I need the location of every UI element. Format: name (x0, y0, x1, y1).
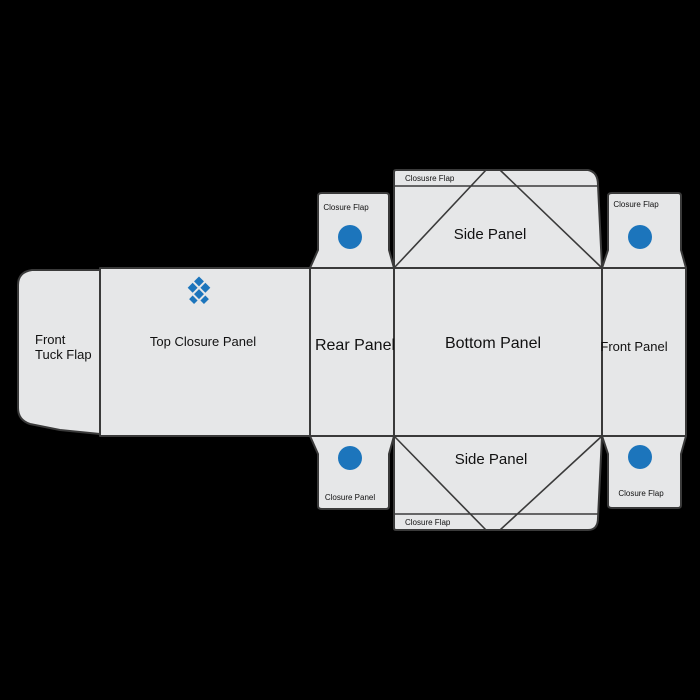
side-panel-bottom (393, 435, 603, 531)
side-panel-top-label: Side Panel (454, 226, 527, 243)
top-closure-panel-label: Top Closure Panel (150, 334, 256, 349)
closure-flap-front-bottom-label: Closure Flap (618, 489, 664, 498)
side-panel-top (393, 169, 603, 269)
closure-flap-rear-top-label: Closure Flap (323, 203, 369, 212)
closure-flap-rear-bottom-label: Closure Panel (325, 493, 375, 502)
side-panel-top-diagonal-right (499, 169, 603, 269)
blue-dot-icon-rear-bottom (338, 446, 362, 470)
blue-dot-icon-rear-top (338, 225, 362, 249)
closure-flap-rear-bottom (309, 435, 395, 510)
front-tuck-flap-label-line1: Front (35, 332, 66, 347)
blue-dot-icon-front-top (628, 225, 652, 249)
bottom-panel-label: Bottom Panel (445, 335, 541, 352)
rear-panel-label: Rear Panel (315, 337, 395, 354)
closure-flap-front-bottom (601, 435, 687, 509)
front-tuck-flap-label-line2: Tuck Flap (35, 347, 92, 362)
top-closure-panel (99, 267, 311, 437)
bottom-panel (393, 267, 603, 437)
side-panel-bottom-diagonal-right (499, 435, 603, 531)
side-panel-bottom-label: Side Panel (455, 451, 528, 468)
closure-flap-side-bottom-label: Closure Flap (405, 518, 451, 527)
closure-flap-front-top-label: Closure Flap (613, 200, 659, 209)
closure-flap-side-top-label: Closusre Flap (405, 174, 455, 183)
front-panel-label: Front Panel (600, 339, 667, 354)
blue-dot-icon-front-bottom (628, 445, 652, 469)
side-panel-top-diagonal-left (393, 169, 487, 269)
side-panel-bottom-diagonal-left (393, 435, 487, 531)
rear-panel (309, 267, 395, 437)
front-tuck-flap (17, 269, 101, 435)
